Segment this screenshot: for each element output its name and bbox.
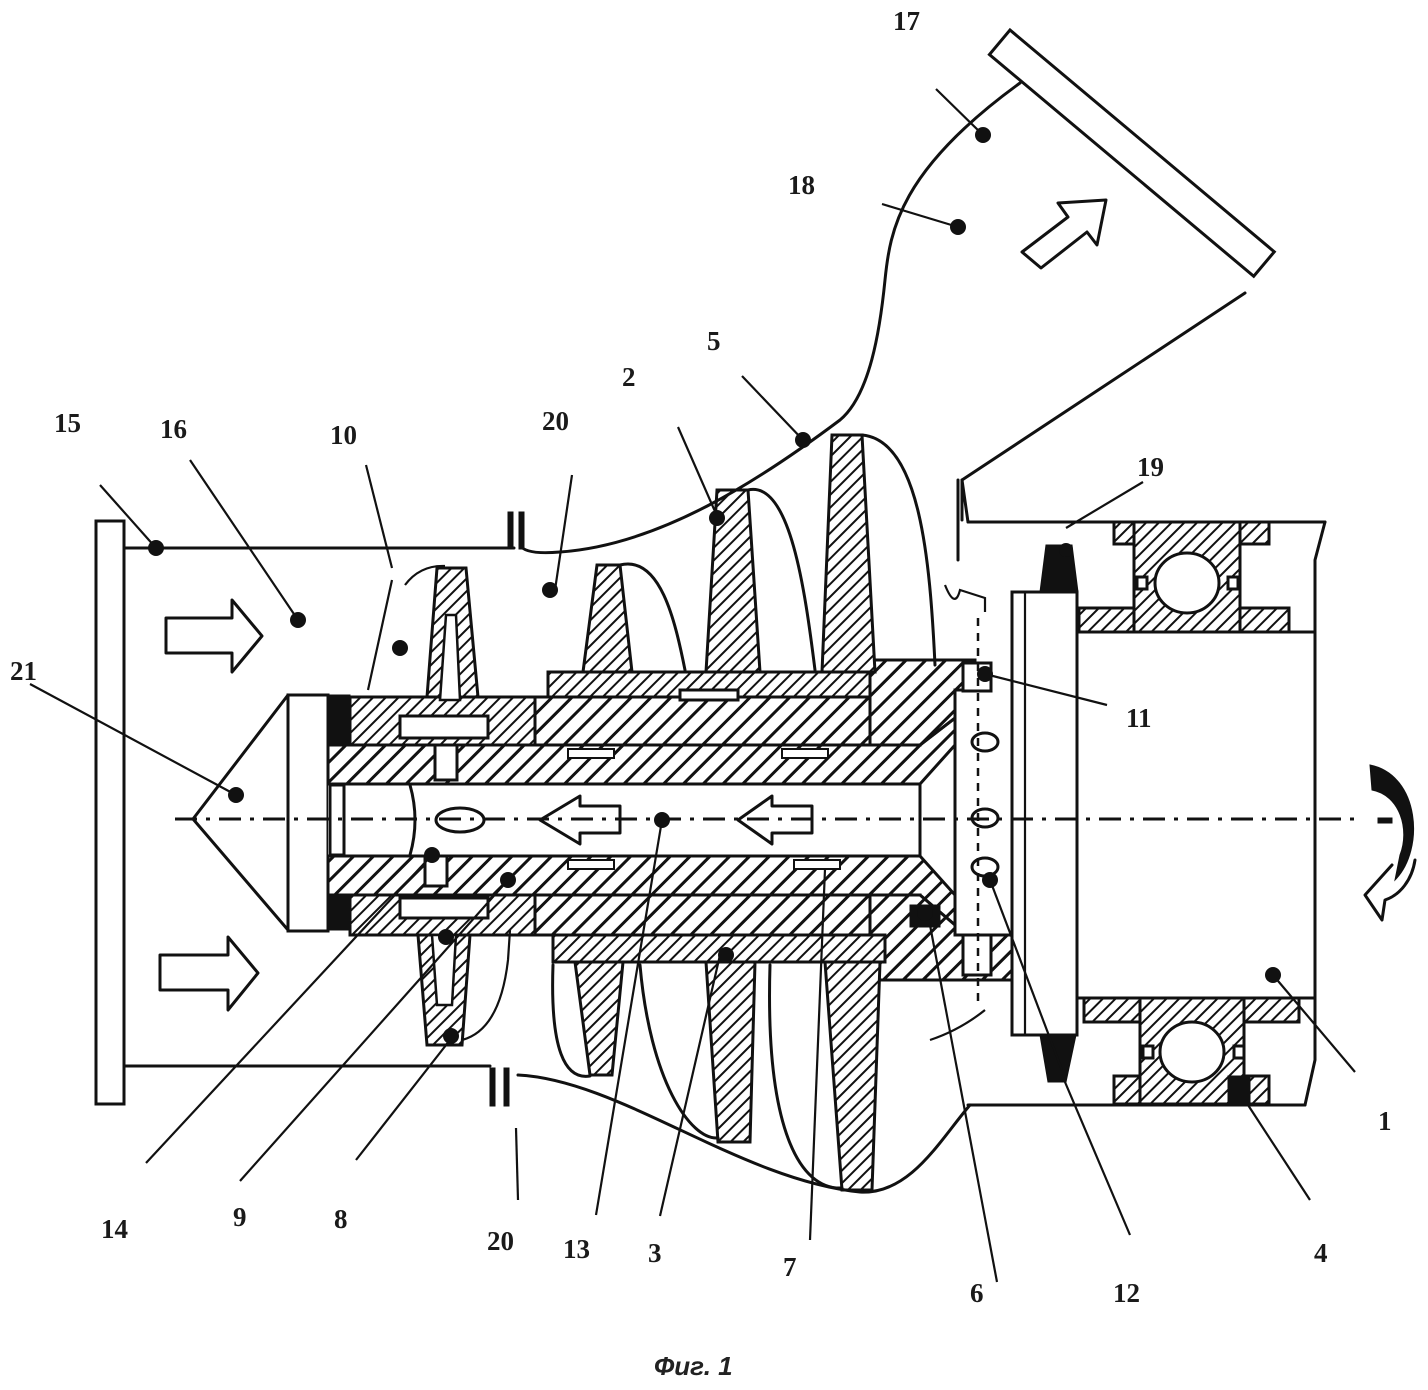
label-13: 13: [563, 1234, 590, 1264]
label-21: 21: [10, 656, 37, 686]
bearing-disk: [1012, 545, 1078, 1082]
label-17: 17: [893, 6, 920, 36]
turbine-blade-top: [405, 566, 478, 700]
label-20-top: 20: [542, 406, 569, 436]
flow-arrow-icon: [166, 600, 262, 672]
flow-arrow-icon: [1022, 200, 1106, 268]
label-14: 14: [101, 1214, 128, 1244]
label-8: 8: [334, 1204, 348, 1234]
label-9: 9: [233, 1202, 247, 1232]
rotation-icon: [1365, 765, 1415, 920]
label-19: 19: [1137, 452, 1164, 482]
compressor-hub-bottom: [553, 935, 885, 1190]
label-18: 18: [788, 170, 815, 200]
label-4: 4: [1314, 1238, 1328, 1268]
figure-caption: Фиг. 1: [654, 1351, 733, 1381]
label-16: 16: [160, 414, 187, 444]
label-2: 2: [622, 362, 636, 392]
label-6: 6: [970, 1278, 984, 1308]
label-11: 11: [1126, 703, 1152, 733]
label-5: 5: [707, 326, 721, 356]
label-10: 10: [330, 420, 357, 450]
label-12: 12: [1113, 1278, 1140, 1308]
label-15: 15: [54, 408, 81, 438]
label-3: 3: [648, 1238, 662, 1268]
label-1: 1: [1378, 1106, 1392, 1136]
label-20-bottom: 20: [487, 1226, 514, 1256]
label-7: 7: [783, 1252, 797, 1282]
nose-cone: [193, 695, 350, 931]
flow-arrow-icon: [160, 937, 258, 1010]
